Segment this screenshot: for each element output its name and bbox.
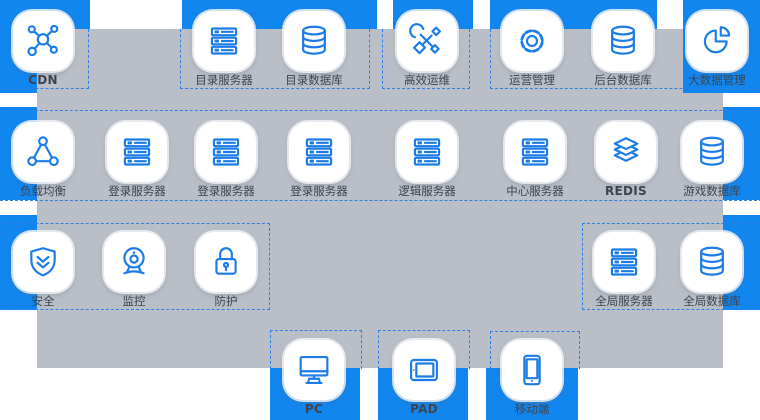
- security-label: 安全: [31, 294, 55, 308]
- dashed-group-directory: [180, 29, 370, 89]
- game-database-tile: [682, 122, 742, 182]
- dashed-group-cdn: [0, 29, 89, 89]
- login-server-1-label: 登录服务器: [108, 184, 166, 198]
- dashed-group-pc: [270, 330, 362, 369]
- server-rack-icon: [610, 248, 638, 276]
- monitoring-tile: [104, 232, 164, 292]
- dashed-group-pad: [378, 330, 470, 369]
- backend-database-tile: [593, 11, 653, 71]
- dashed-group-management: [490, 29, 760, 89]
- operations-management-tile: [502, 11, 562, 71]
- login-server-3-tile: [289, 122, 349, 182]
- mobile-label: 移动端: [514, 402, 550, 416]
- database-icon: [302, 25, 326, 55]
- login-server-3-label: 登录服务器: [290, 184, 348, 198]
- bigdata-management-tile: [687, 11, 747, 71]
- cdn-label: CDN: [28, 73, 58, 87]
- game-database-label: 游戏数据库: [683, 184, 741, 198]
- pc-label: PC: [304, 402, 324, 416]
- directory-database-tile: [284, 11, 344, 71]
- global-database-tile: [682, 232, 742, 292]
- smartphone-icon: [523, 354, 541, 386]
- load-balancer-label: 负载均衡: [20, 184, 66, 198]
- center-server-label: 中心服务器: [506, 184, 564, 198]
- login-server-2-tile: [196, 122, 256, 182]
- backend-database-label: 后台数据库: [594, 73, 652, 87]
- dashed-group-mobile: [490, 331, 580, 369]
- dashed-group-security: [0, 223, 270, 310]
- server-rack-icon: [210, 27, 238, 55]
- logic-server-label: 逻辑服务器: [398, 184, 456, 198]
- server-rack-icon: [413, 138, 441, 166]
- monitoring-label: 监控: [122, 294, 146, 308]
- logic-server-tile: [397, 122, 457, 182]
- pie-chart-icon: [703, 26, 731, 54]
- directory-database-label: 目录数据库: [285, 73, 343, 87]
- directory-server-label: 目录服务器: [195, 73, 253, 87]
- load-balancer-tile: [13, 122, 73, 182]
- global-server-tile: [594, 232, 654, 292]
- global-database-label: 全局数据库: [683, 294, 741, 308]
- center-server-tile: [505, 122, 565, 182]
- operations-management-label: 运营管理: [509, 73, 555, 87]
- ops-maintenance-tile: [397, 11, 457, 71]
- global-server-label: 全局服务器: [595, 294, 653, 308]
- pad-tile: [394, 340, 454, 400]
- pc-tile: [284, 340, 344, 400]
- layer-stack-icon: [613, 137, 639, 162]
- server-rack-icon: [305, 138, 333, 166]
- pad-label: PAD: [410, 402, 438, 416]
- dashed-group-global: [582, 223, 760, 310]
- ops-maintenance-label: 高效运维: [404, 73, 450, 87]
- directory-server-tile: [194, 11, 254, 71]
- network-nodes-icon: [27, 24, 59, 57]
- security-tile: [13, 232, 73, 292]
- protection-tile: [196, 232, 256, 292]
- database-icon: [700, 136, 724, 166]
- tools-icon: [409, 23, 441, 55]
- bigdata-management-label: 大数据管理: [688, 73, 746, 87]
- gray-panel: [37, 29, 723, 368]
- webcam-icon: [123, 247, 145, 275]
- server-rack-icon: [212, 138, 240, 166]
- gear-icon: [520, 29, 544, 53]
- redis-tile: [596, 122, 656, 182]
- lock-icon: [215, 247, 237, 275]
- database-icon: [700, 246, 724, 276]
- cdn-tile: [13, 11, 73, 71]
- mobile-tile: [502, 340, 562, 400]
- desktop-icon: [299, 356, 329, 384]
- login-server-1-tile: [107, 122, 167, 182]
- triangle-nodes-icon: [27, 136, 59, 167]
- dashed-group-server-row: [0, 110, 760, 201]
- redis-label: REDIS: [604, 184, 647, 198]
- login-server-2-label: 登录服务器: [197, 184, 255, 198]
- server-rack-icon: [521, 138, 549, 166]
- server-rack-icon: [123, 138, 151, 166]
- database-icon: [611, 25, 635, 55]
- protection-label: 防护: [214, 294, 238, 308]
- tablet-icon: [410, 358, 438, 382]
- dashed-group-ops: [382, 29, 470, 89]
- shield-icon: [30, 247, 56, 277]
